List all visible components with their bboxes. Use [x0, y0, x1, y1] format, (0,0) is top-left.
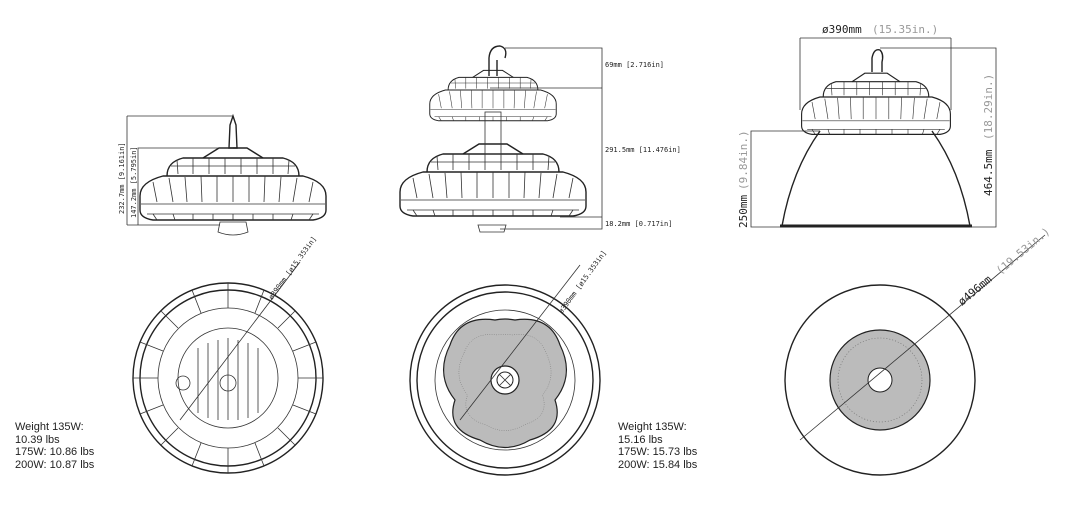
- view2-side-elevation: 69mm [2.716in] 291.5mm [11.476in] 18.2mm…: [399, 45, 681, 233]
- view2-plan-view: ø390mm [ø15.353in]: [409, 249, 608, 476]
- view3-dim-width-in: (15.35in.): [872, 23, 938, 36]
- view1-dim-total: 232.7mm [9.161in]: [118, 142, 126, 214]
- view1-dim-body: 147.2mm [5.795in]: [130, 146, 138, 218]
- view3-plan-view: ø496mm (19.53in.): [784, 225, 1053, 476]
- view3-dim-reflector-in: (9.84in.): [737, 130, 750, 190]
- view2-weight-spec: Weight 135W: 15.16 lbs 175W: 15.73 lbs 2…: [618, 421, 698, 471]
- view3-dim-reflector-mm: 250mm: [737, 195, 750, 228]
- view3-dim-reflector-dia-mm: ø496mm: [956, 273, 995, 309]
- view1-dim-diameter: ø390mm [ø15.353in]: [267, 235, 318, 301]
- view2-dim-spacing: 291.5mm [11.476in]: [605, 146, 681, 154]
- view3-dim-height-mm: 464.5mm: [982, 149, 995, 196]
- view1-weight-spec: Weight 135W: 10.39 lbs 175W: 10.86 lbs 2…: [15, 421, 95, 471]
- view2-dim-hook: 69mm [2.716in]: [605, 61, 664, 69]
- view3-dim-height-in: (18.29in.): [982, 74, 995, 140]
- view2-dim-bottom: 18.2mm [0.717in]: [605, 220, 672, 228]
- view1-side-elevation: 232.7mm [9.161in] 147.2mm [5.795in]: [118, 113, 327, 236]
- view3-dim-width-mm: ø390mm: [822, 23, 862, 36]
- view3-dim-reflector-dia-in: (19.53in.): [994, 225, 1053, 278]
- view3-side-elevation: ø390mm (15.35in.) 464.5mm (18.29in.) 250…: [737, 23, 997, 228]
- view1-plan-view: ø390mm [ø15.353in]: [132, 235, 324, 474]
- view2-dim-diameter: ø390mm [ø15.353in]: [557, 249, 608, 315]
